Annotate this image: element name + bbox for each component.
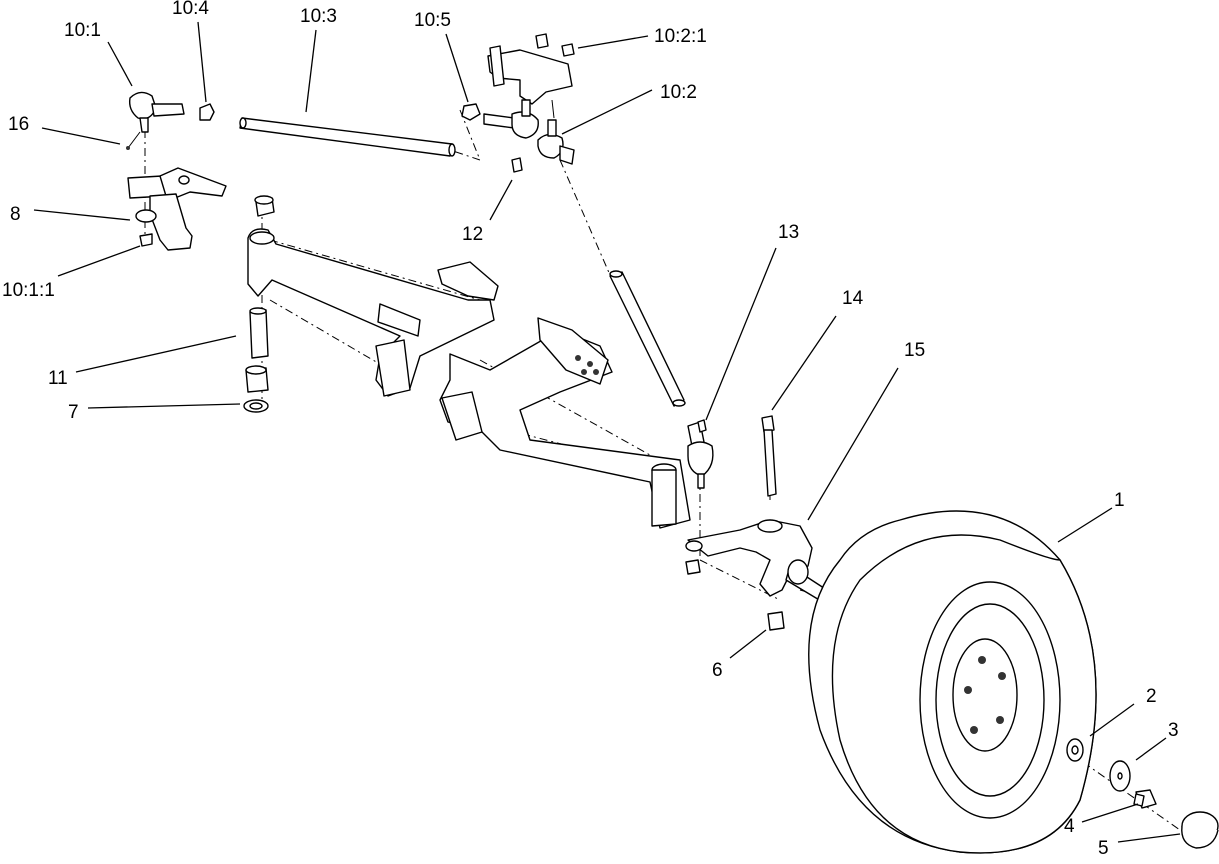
wheel-and-tire [808, 510, 1097, 854]
drag-link-tube [609, 270, 686, 407]
tie-rod-end-lower [687, 421, 714, 489]
callout-10-1: 10:1 [64, 20, 101, 41]
callout-14: 14 [842, 288, 864, 309]
spindle-bolt [761, 415, 777, 497]
callout-10-2-1: 10:2:1 [654, 26, 707, 47]
callout-labels: 10:1 10:4 10:3 10:5 10:2:1 10:2 16 8 12 … [2, 0, 1179, 859]
spindle-nut [767, 611, 785, 631]
cotter-pin [126, 131, 141, 150]
callout-10-5: 10:5 [414, 10, 451, 31]
front-axle-right [439, 317, 691, 529]
callout-11: 11 [48, 368, 68, 389]
tie-rod-end-drag-link [537, 119, 575, 165]
castle-nut-spindle [685, 559, 701, 575]
grease-fitting-top [511, 157, 523, 173]
tie-rod-end-left [128, 91, 185, 133]
callout-8: 8 [10, 204, 21, 225]
callout-10-3: 10:3 [300, 6, 337, 27]
steering-arm-top [487, 33, 575, 119]
callout-12: 12 [462, 224, 483, 245]
callout-10-1-1: 10:1:1 [2, 280, 55, 301]
pivot-spacer [249, 307, 269, 359]
tie-rod-end-right [483, 99, 539, 139]
front-axle-left [247, 228, 499, 397]
callout-6: 6 [712, 660, 723, 681]
right-spindle [685, 519, 831, 605]
callout-15: 15 [904, 340, 925, 361]
pivot-bushing-bottom [245, 365, 269, 393]
hub-cap [1181, 811, 1219, 849]
thrust-washer [243, 399, 269, 413]
wheel-washer [1066, 738, 1084, 762]
leader-lines [33, 21, 1181, 843]
callout-5: 5 [1098, 838, 1109, 859]
callout-10-4: 10:4 [172, 0, 209, 19]
pivot-bushing-top [254, 195, 275, 217]
callout-3: 3 [1168, 720, 1179, 741]
callout-16: 16 [8, 114, 29, 135]
callout-4: 4 [1064, 816, 1075, 837]
wheel-bolt [1133, 789, 1157, 809]
flat-washer [1109, 760, 1131, 792]
steering-arm-bracket [127, 167, 227, 251]
callout-13: 13 [778, 222, 799, 243]
callout-1: 1 [1114, 490, 1125, 511]
grease-fitting-lower [697, 419, 707, 433]
jam-nut-left [199, 103, 215, 121]
tie-rod-tube [239, 117, 456, 157]
jam-nut-right [461, 103, 481, 121]
callout-10-2: 10:2 [660, 82, 697, 103]
callout-2: 2 [1146, 686, 1157, 707]
callout-7: 7 [68, 402, 79, 423]
